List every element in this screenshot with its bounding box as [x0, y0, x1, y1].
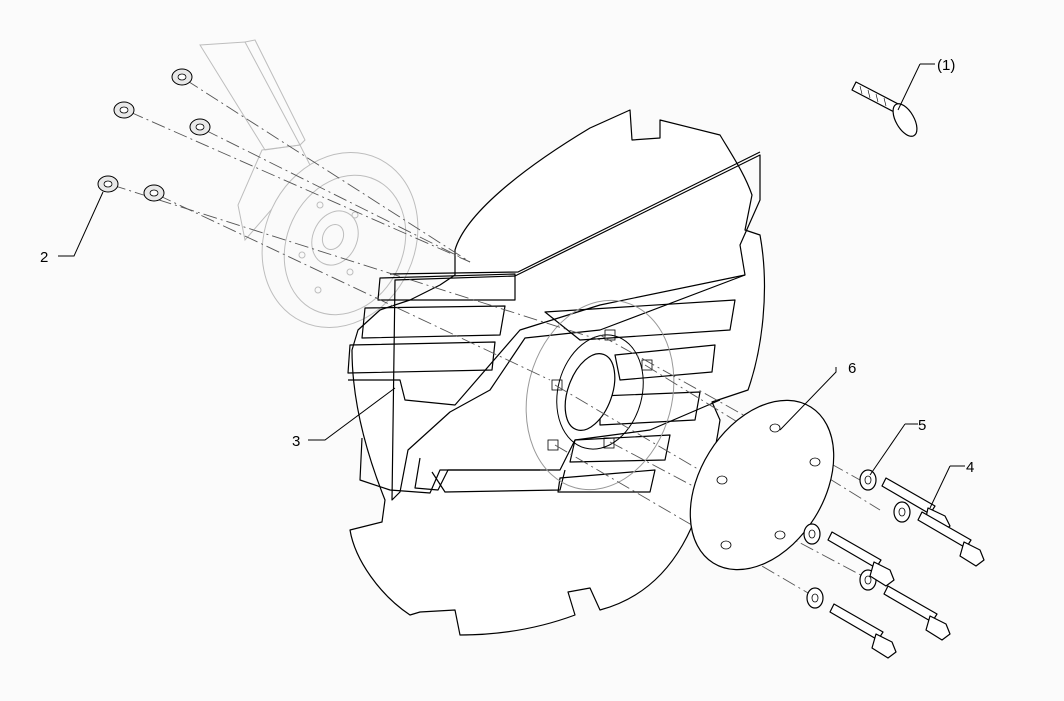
washers-part-5 — [803, 469, 911, 609]
washer-1 — [859, 469, 877, 491]
washer-2 — [893, 501, 911, 523]
nut-4 — [97, 175, 119, 193]
callout-leaders — [58, 63, 965, 509]
cover-plate-part-6 — [689, 399, 835, 571]
notched-disc-part-3 — [349, 109, 766, 636]
bolt-5 — [829, 603, 897, 659]
bolt-2 — [917, 511, 985, 567]
callout-label-3: 3 — [292, 433, 300, 450]
nut-3 — [189, 118, 211, 136]
hex-bolts-part-4 — [827, 477, 985, 659]
nut-5 — [143, 184, 165, 202]
washer-5 — [806, 587, 824, 609]
carriage-bolt-part-1 — [851, 81, 918, 137]
callout-label-6: 6 — [848, 360, 856, 377]
callout-label-4: 4 — [966, 459, 974, 476]
assembly-axis-lines — [111, 79, 881, 601]
bolt-4 — [883, 585, 951, 641]
callout-label-1: (1) — [937, 57, 955, 74]
disc-hub-flange — [525, 299, 675, 491]
washer-3 — [803, 523, 821, 545]
callout-label-2: 2 — [40, 249, 48, 266]
flange-nuts-part-2 — [97, 68, 211, 202]
bolt-3 — [827, 531, 895, 587]
nut-2 — [113, 101, 135, 119]
callout-label-5: 5 — [918, 417, 926, 434]
nut-1 — [171, 68, 193, 86]
